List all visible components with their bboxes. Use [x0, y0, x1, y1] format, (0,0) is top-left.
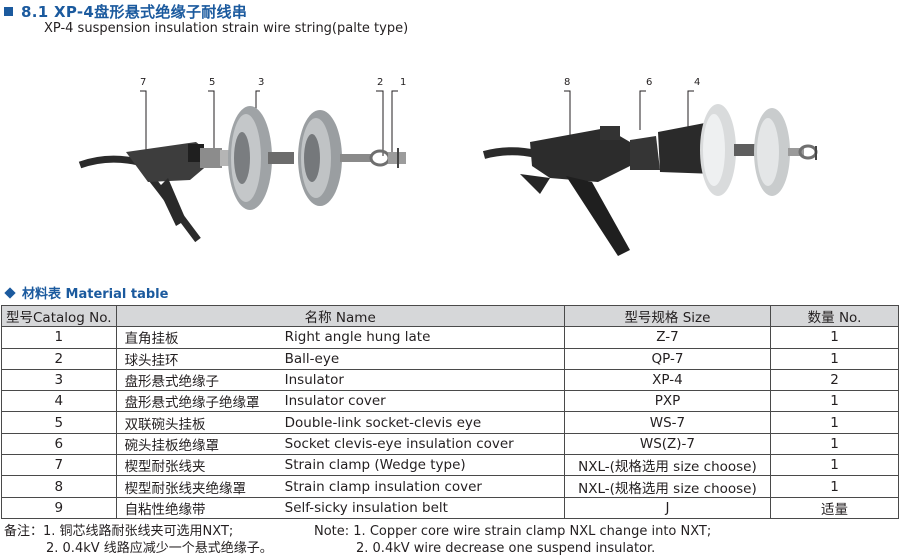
table-row: 8 楔型耐张线夹绝缘罩 Strain clamp insulation cove… — [1, 475, 899, 498]
cell-name-en: Insulator — [278, 368, 565, 392]
cell-name-cn: 盘形悬式绝缘子绝缘罩 — [115, 390, 279, 413]
cell-qty: 1 — [770, 475, 899, 498]
cell-qty: 1 — [770, 411, 899, 434]
cell-qty: 1 — [770, 390, 899, 413]
cell-qty: 2 — [770, 368, 899, 392]
diamond-bullet-icon — [4, 286, 16, 299]
cell-catalog: 9 — [1, 496, 117, 519]
table-row: 3 盘形悬式绝缘子 Insulator XP-4 2 — [1, 368, 899, 392]
note-en-line-1: Note: 1. Copper core wire strain clamp N… — [314, 524, 712, 539]
cell-name-en: Self-sicky insulation belt — [278, 496, 565, 519]
cell-catalog: 7 — [1, 454, 117, 477]
table-row: 2 球头挂环 Ball-eye QP-7 1 — [1, 347, 899, 370]
cell-name-cn: 直角挂板 — [115, 326, 279, 349]
cell-name-cn: 楔型耐张线夹 — [115, 454, 279, 477]
notes-english: Note: 1. Copper core wire strain clamp N… — [314, 523, 711, 556]
callout-8: 8 — [564, 77, 570, 88]
cell-name-cn: 楔型耐张线夹绝缘罩 — [115, 475, 279, 498]
strain-string-photo-right: 8 6 4 — [480, 70, 825, 260]
callout-3: 3 — [258, 77, 264, 88]
header-qty: 数量 No. — [770, 304, 899, 328]
table-header-row: 型号Catalog No. 名称 Name 型号规格 Size 数量 No. — [1, 304, 899, 328]
callout-7: 7 — [140, 77, 146, 88]
cell-size: J — [563, 496, 772, 519]
cell-size: NXL-(规格选用 size choose) — [563, 475, 772, 498]
cell-size: PXP — [563, 390, 772, 413]
cell-catalog: 1 — [1, 326, 117, 349]
cell-qty: 1 — [770, 454, 899, 477]
cell-name-cn: 自粘性绝缘带 — [115, 496, 279, 519]
cell-name-en: Insulator cover — [278, 390, 565, 413]
cell-qty: 适量 — [770, 496, 899, 519]
table-row: 7 楔型耐张线夹 Strain clamp (Wedge type) NXL-(… — [1, 454, 899, 477]
cell-catalog: 4 — [1, 390, 117, 413]
cell-qty: 1 — [770, 326, 899, 349]
callout-6: 6 — [646, 77, 652, 88]
table-row: 6 碗头挂板绝缘罩 Socket clevis-eye insulation c… — [1, 432, 899, 456]
note-cn-line-1: 备注：1. 铜芯线路耐张线夹可选用NXT; — [4, 524, 234, 539]
cell-name-en: Right angle hung late — [278, 326, 565, 349]
cell-size: WS(Z)-7 — [563, 432, 772, 456]
cell-size: NXL-(规格选用 size choose) — [563, 454, 772, 477]
table-row: 4 盘形悬式绝缘子绝缘罩 Insulator cover PXP 1 — [1, 390, 899, 413]
cell-catalog: 6 — [1, 432, 117, 456]
material-table-heading: 材料表 Material table — [4, 283, 168, 302]
header-catalog: 型号Catalog No. — [1, 304, 117, 328]
strain-string-photo-left: 7 5 3 2 1 — [78, 70, 438, 255]
section-subtitle: XP-4 suspension insulation strain wire s… — [44, 21, 409, 36]
cell-size: QP-7 — [563, 347, 772, 370]
header-size: 型号规格 Size — [563, 304, 772, 328]
cell-catalog: 5 — [1, 411, 117, 434]
cell-name-cn: 双联碗头挂板 — [115, 411, 279, 434]
material-table: 型号Catalog No. 名称 Name 型号规格 Size 数量 No. 1… — [1, 304, 899, 519]
cell-size: XP-4 — [563, 368, 772, 392]
cell-qty: 1 — [770, 347, 899, 370]
note-cn-line-2: 2. 0.4kV 线路应减少一个悬式绝缘子。 — [46, 541, 273, 556]
cell-catalog: 2 — [1, 347, 117, 370]
callout-2: 2 — [377, 77, 383, 88]
cell-name-en: Strain clamp (Wedge type) — [278, 454, 565, 477]
table-row: 9 自粘性绝缘带 Self-sicky insulation belt J 适量 — [1, 496, 899, 519]
note-en-line-2: 2. 0.4kV wire decrease one suspend insul… — [356, 541, 656, 556]
table-row: 5 双联碗头挂板 Double-link socket-clevis eye W… — [1, 411, 899, 434]
square-bullet-icon — [4, 7, 13, 16]
cell-size: WS-7 — [563, 411, 772, 434]
callout-1: 1 — [400, 77, 406, 88]
section-title: 8.1 XP-4盘形悬式绝缘子耐线串 — [21, 3, 248, 21]
cell-size: Z-7 — [563, 326, 772, 349]
cell-name-en: Strain clamp insulation cover — [278, 475, 565, 498]
header-name: 名称 Name — [115, 304, 565, 328]
table-row: 1 直角挂板 Right angle hung late Z-7 1 — [1, 326, 899, 349]
cell-name-cn: 盘形悬式绝缘子 — [115, 368, 279, 392]
notes-chinese: 备注：1. 铜芯线路耐张线夹可选用NXT; 2. 0.4kV 线路应减少一个悬式… — [4, 523, 273, 556]
material-table-title: 材料表 Material table — [22, 287, 169, 302]
callout-4: 4 — [694, 77, 700, 88]
callout-5: 5 — [209, 77, 215, 88]
cell-name-en: Ball-eye — [278, 347, 565, 370]
cell-name-en: Double-link socket-clevis eye — [278, 411, 565, 434]
cell-qty: 1 — [770, 432, 899, 456]
cell-name-cn: 球头挂环 — [115, 347, 279, 370]
section-heading: 8.1 XP-4盘形悬式绝缘子耐线串 — [4, 1, 247, 22]
cell-name-cn: 碗头挂板绝缘罩 — [115, 432, 279, 456]
cell-catalog: 8 — [1, 475, 117, 498]
cell-catalog: 3 — [1, 368, 117, 392]
cell-name-en: Socket clevis-eye insulation cover — [278, 432, 565, 456]
